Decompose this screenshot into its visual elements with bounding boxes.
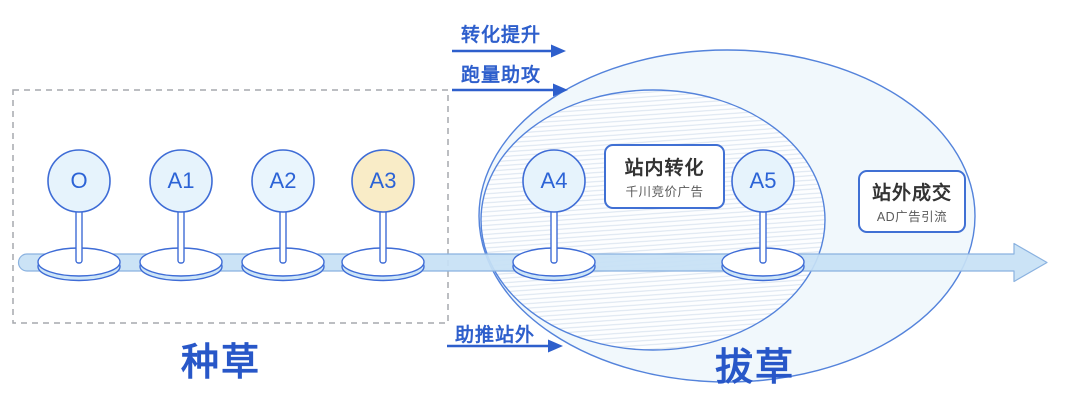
stage-label-a1: A1 xyxy=(167,168,195,193)
phase-label-harvest: 拔草 xyxy=(714,347,795,389)
stage-circle-a4 xyxy=(522,149,586,213)
callout-offsite-deal: 站外成交 AD广告引流 xyxy=(858,170,966,233)
stage-circle-o xyxy=(47,149,111,213)
flow-arrows xyxy=(447,44,568,353)
onsite-inner-ellipse-hatch xyxy=(480,89,826,351)
stage-marker-a1 xyxy=(139,149,223,282)
stage-marker-a2 xyxy=(241,149,325,282)
stage-circle-a2 xyxy=(251,149,315,213)
offsite-push-arrow-icon xyxy=(447,339,563,353)
seeding-dashed-box xyxy=(12,89,449,324)
flow-label-conversion-boost: 转化提升 xyxy=(461,25,542,46)
stage-circle-a5 xyxy=(731,149,795,213)
flow-label-volume-assist: 跑量助攻 xyxy=(461,65,542,86)
stage-label-a4: A4 xyxy=(540,168,568,193)
stage-marker-a3 xyxy=(341,149,425,282)
callout-onsite-title: 站内转化 xyxy=(624,158,705,179)
callout-offsite-title: 站外成交 xyxy=(871,183,952,204)
flow-label-offsite-push: 助推站外 xyxy=(455,325,536,346)
stage-label-a5: A5 xyxy=(749,168,777,193)
stage-marker-a4 xyxy=(512,149,596,282)
callout-onsite-conversion: 站内转化 千川竞价广告 xyxy=(604,144,725,209)
stage-circle-a3 xyxy=(351,149,415,213)
callout-offsite-subtitle: AD广告引流 xyxy=(876,210,948,224)
stage-marker-a5 xyxy=(721,149,805,282)
stage-label-a3: A3 xyxy=(369,168,397,193)
callout-onsite-subtitle: 千川竞价广告 xyxy=(625,185,704,199)
volume-assist-arrow-icon xyxy=(452,83,568,97)
stage-marker-o xyxy=(37,149,121,282)
conversion-boost-arrow-icon xyxy=(452,44,566,58)
phase-label-seeding: 种草 xyxy=(180,342,261,384)
stage-label-a2: A2 xyxy=(269,168,297,193)
stage-markers xyxy=(37,149,805,282)
stage-circle-a1 xyxy=(149,149,213,213)
stage-label-o: O xyxy=(70,168,88,193)
